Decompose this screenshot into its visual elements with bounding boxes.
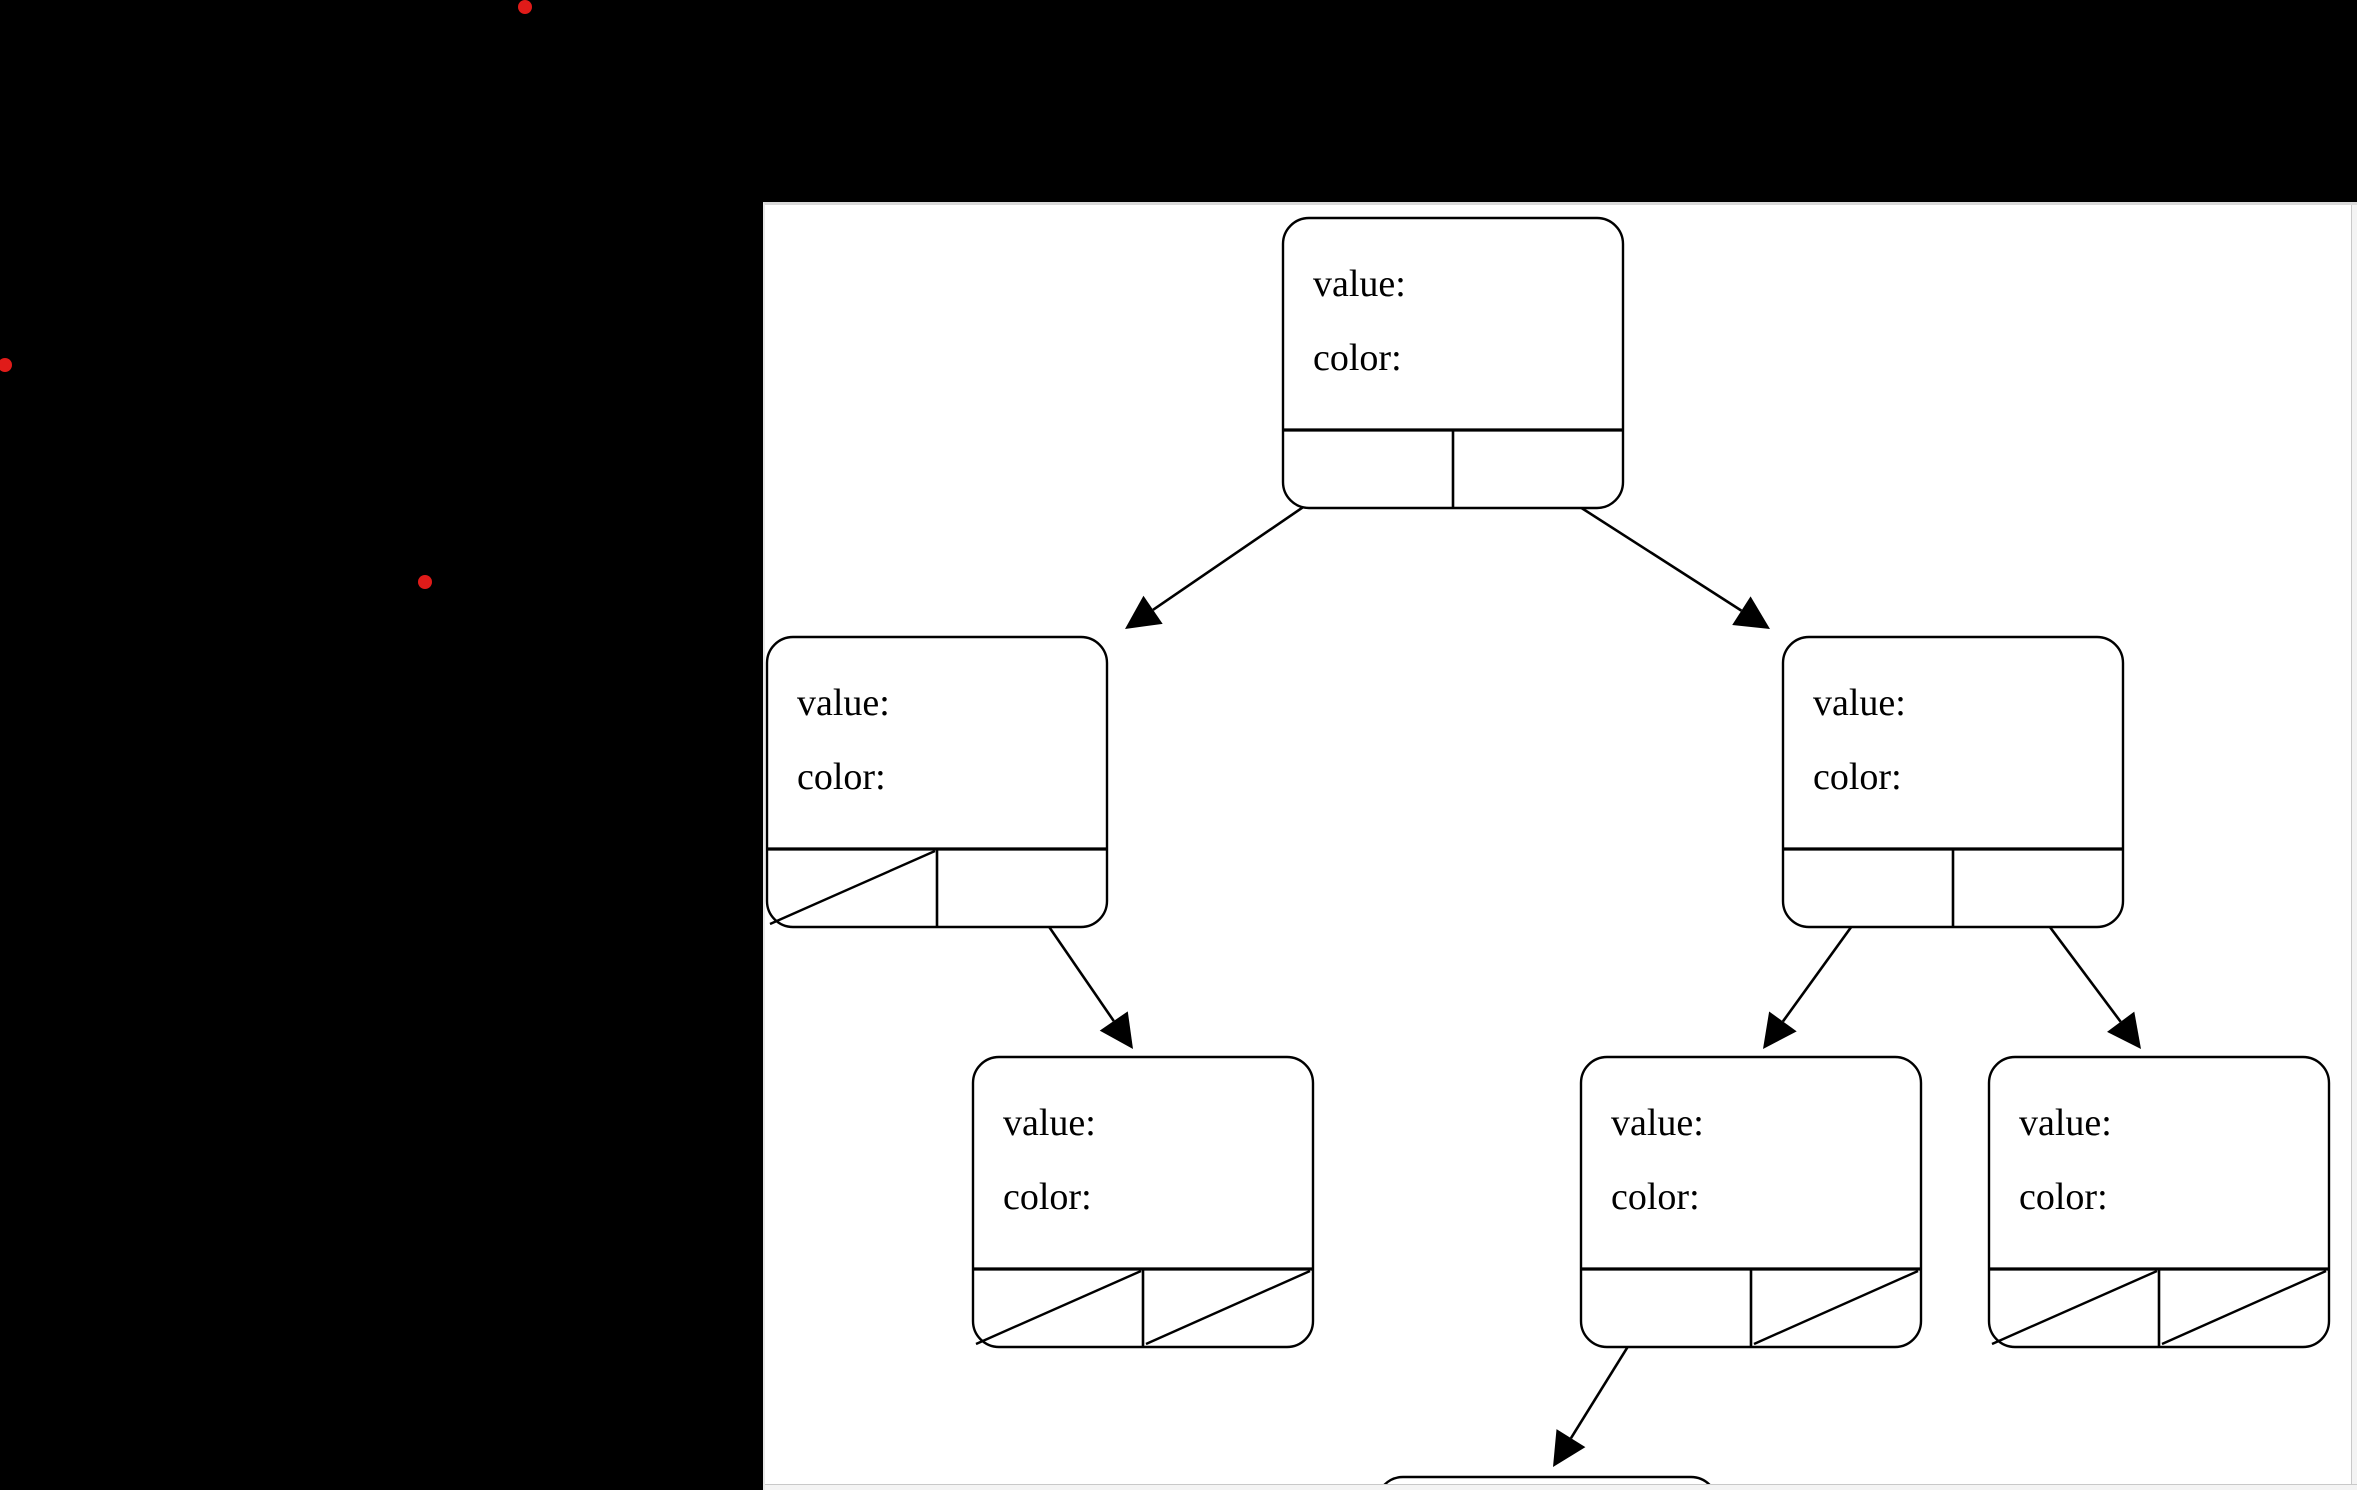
- tree-nodes-group: value:color:value:color:value:color:valu…: [765, 216, 2331, 1490]
- tree-node-left-color-label: color:: [797, 756, 886, 798]
- tree-node-left[interactable]: value: color:: [765, 635, 1109, 929]
- edge-root-to-right-arrowhead: [1732, 596, 1770, 629]
- tree-node-left-right-value-label: value:: [1003, 1102, 1096, 1144]
- tree-node-right-left[interactable]: value: color:: [1579, 1055, 1923, 1349]
- edge-root-to-left-arrowhead: [1125, 595, 1163, 629]
- tree-node-left-right-color-label: color:: [1003, 1176, 1092, 1218]
- tree-node-left-left-null-slash: [769, 849, 936, 926]
- tree-node-right-right-right-null-slash: [2161, 1269, 2327, 1346]
- tree-node-root-value-label: value:: [1313, 263, 1406, 305]
- tree-node-right[interactable]: value: color:: [1781, 635, 2125, 929]
- tree-node-right-right-value-label: value:: [2019, 1102, 2112, 1144]
- cursor-marker-top: [518, 0, 532, 14]
- tree-node-left-right-right-null-slash: [1145, 1269, 1311, 1346]
- tree-node-right-left-right-null-slash: [1753, 1269, 1919, 1346]
- tree-node-right-right-left-null-slash: [1991, 1269, 2158, 1346]
- tree-node-right-value-label: value:: [1813, 682, 1906, 724]
- diagram-canvas[interactable]: value:color:value:color:value:color:valu…: [763, 202, 2357, 1490]
- tree-node-left-right-left-null-slash: [975, 1269, 1142, 1346]
- tree-node-right-left-color-label: color:: [1611, 1176, 1700, 1218]
- edge-left-to-left-right-arrowhead: [1099, 1011, 1133, 1049]
- edge-right-to-right-right-arrowhead: [2107, 1011, 2141, 1049]
- edge-right-left-to-its-left-arrowhead: [1553, 1429, 1586, 1467]
- tree-node-right-color-label: color:: [1813, 756, 1902, 798]
- horizontal-scrollbar-track[interactable]: [765, 1484, 2357, 1490]
- tree-node-left-value-label: value:: [797, 682, 890, 724]
- tree-node-right-left-value-label: value:: [1611, 1102, 1704, 1144]
- tree-node-root-color-label: color:: [1313, 337, 1402, 379]
- tree-node-right-right[interactable]: value: color:: [1987, 1055, 2331, 1349]
- cursor-marker-middle: [418, 575, 432, 589]
- tree-node-root[interactable]: value: color:: [1281, 216, 1625, 510]
- edge-right-to-right-left-arrowhead: [1763, 1011, 1797, 1049]
- cursor-marker-left: [0, 358, 12, 372]
- vertical-scrollbar-track[interactable]: [2351, 205, 2357, 1490]
- tree-node-right-right-color-label: color:: [2019, 1176, 2108, 1218]
- tree-node-left-right[interactable]: value: color:: [971, 1055, 1315, 1349]
- tree-diagram-svg: value:color:value:color:value:color:valu…: [765, 216, 2331, 1490]
